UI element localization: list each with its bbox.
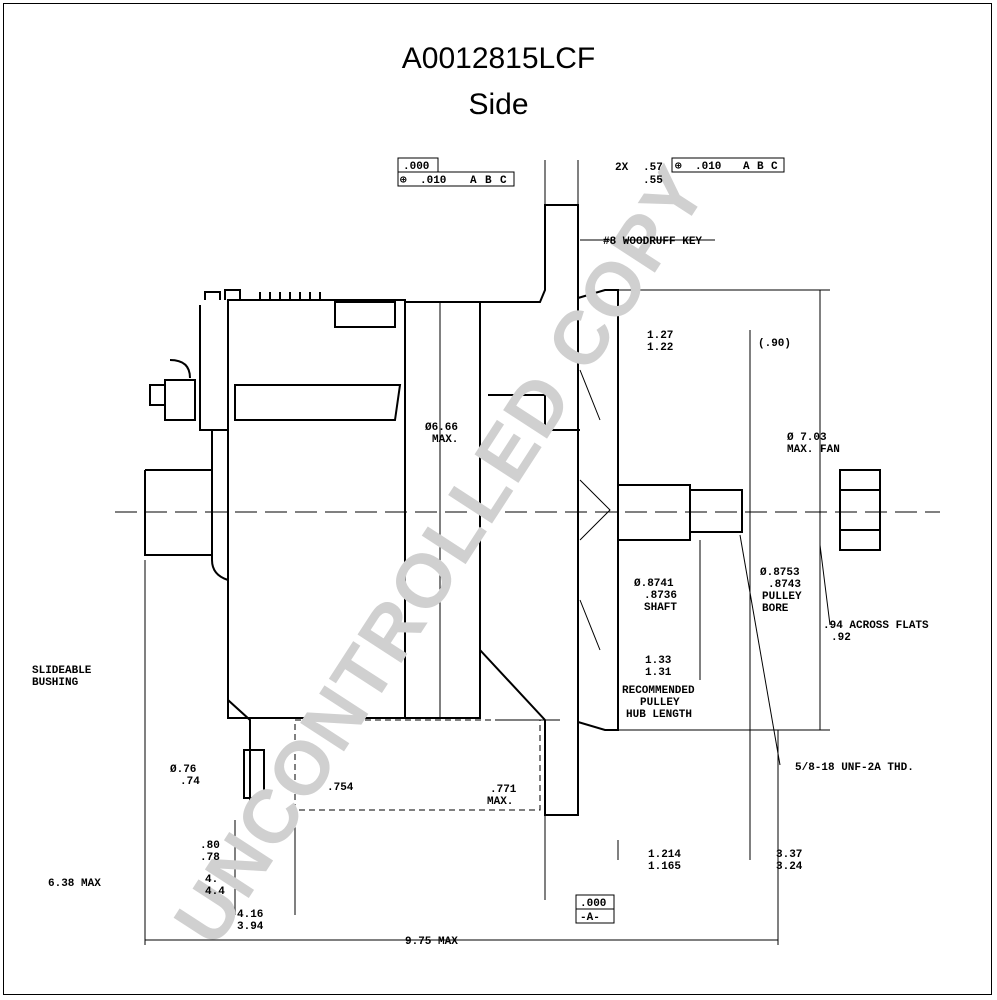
svg-text:.010: .010 [420,175,446,187]
sheet-border [3,3,992,995]
svg-text:3.37: 3.37 [776,849,802,861]
svg-text:#8 WOODRUFF KEY: #8 WOODRUFF KEY [603,236,702,248]
svg-text:BORE: BORE [762,603,789,615]
svg-text:6.38 MAX: 6.38 MAX [48,878,101,890]
svg-text:MAX.: MAX. [432,434,458,446]
svg-text:A: A [743,161,750,173]
slideable-bushing [243,749,265,799]
shaft-nut [839,469,881,551]
svg-text:C: C [771,161,778,173]
svg-text:1.165: 1.165 [648,861,681,873]
svg-text:3.24: 3.24 [776,861,803,873]
svg-text:.8736: .8736 [644,590,677,602]
svg-text:SHAFT: SHAFT [644,602,677,614]
svg-text:.000: .000 [403,161,429,173]
dimension-labels: #8 WOODRUFF KEY 1.27 1.22 (.90) Ø 7.03 M… [32,236,929,948]
svg-text:1.214: 1.214 [648,849,681,861]
svg-text:.80: .80 [200,840,220,852]
svg-text:Ø.8741: Ø.8741 [634,578,674,590]
svg-text:.57: .57 [643,162,663,174]
svg-text:A: A [470,175,477,187]
svg-text:1.31: 1.31 [645,667,672,679]
svg-text:1.33: 1.33 [645,655,672,667]
svg-text:2X: 2X [615,162,629,174]
tolerance-box-left: .000 ⊕ .010 A B C [397,157,515,187]
svg-text:.74: .74 [180,776,200,788]
svg-text:B: B [757,161,764,173]
svg-text:3.94: 3.94 [237,921,264,933]
watermark-text: UNCONTROLLED COPY [158,151,724,959]
datum-box: .000 -A- [575,894,615,924]
svg-text:MAX.: MAX. [487,796,513,808]
drawing-subtitle: Side [468,88,529,121]
svg-text:⊕: ⊕ [400,175,407,187]
svg-text:1.22: 1.22 [647,342,673,354]
svg-text:.92: .92 [831,632,851,644]
svg-text:BUSHING: BUSHING [32,677,79,689]
svg-text:PULLEY: PULLEY [762,591,802,603]
svg-text:PULLEY: PULLEY [640,697,680,709]
svg-text:Ø 7.03: Ø 7.03 [787,432,827,444]
svg-text:.000: .000 [580,898,606,910]
svg-text:(.90): (.90) [758,338,791,350]
cooling-fins [204,289,321,300]
svg-text:.94 ACROSS FLATS: .94 ACROSS FLATS [823,620,929,632]
svg-text:.010: .010 [695,161,721,173]
svg-text:Ø6.66: Ø6.66 [425,422,458,434]
regulator-block [334,301,396,328]
svg-text:RECOMMENDED: RECOMMENDED [622,685,695,697]
svg-text:.8743: .8743 [768,579,801,591]
svg-text:C: C [500,175,507,187]
terminal-stud [149,379,402,421]
svg-text:⊕: ⊕ [675,161,682,173]
svg-text:.78: .78 [200,852,220,864]
threaded-end [689,489,743,533]
svg-text:HUB LENGTH: HUB LENGTH [626,709,692,721]
svg-text:9.75 MAX: 9.75 MAX [405,936,458,948]
svg-text:4.4: 4.4 [205,886,225,898]
svg-text:4.: 4. [205,874,218,886]
svg-text:5/8-18 UNF-2A THD.: 5/8-18 UNF-2A THD. [795,762,914,774]
svg-text:MAX. FAN: MAX. FAN [787,444,840,456]
svg-text:.771: .771 [490,784,517,796]
svg-text:.55: .55 [643,175,663,187]
svg-text:4.16: 4.16 [237,909,263,921]
svg-text:.754: .754 [327,782,354,794]
svg-text:Ø.8753: Ø.8753 [760,567,800,579]
svg-text:1.27: 1.27 [647,330,673,342]
svg-text:B: B [485,175,492,187]
svg-text:SLIDEABLE: SLIDEABLE [32,665,92,677]
drawing-title: A0012815LCF [401,42,596,75]
svg-text:Ø.76: Ø.76 [170,764,196,776]
svg-text:-A-: -A- [580,912,600,924]
tolerance-box-right: 2X .57 .55 ⊕ .010 A B C [615,157,785,187]
